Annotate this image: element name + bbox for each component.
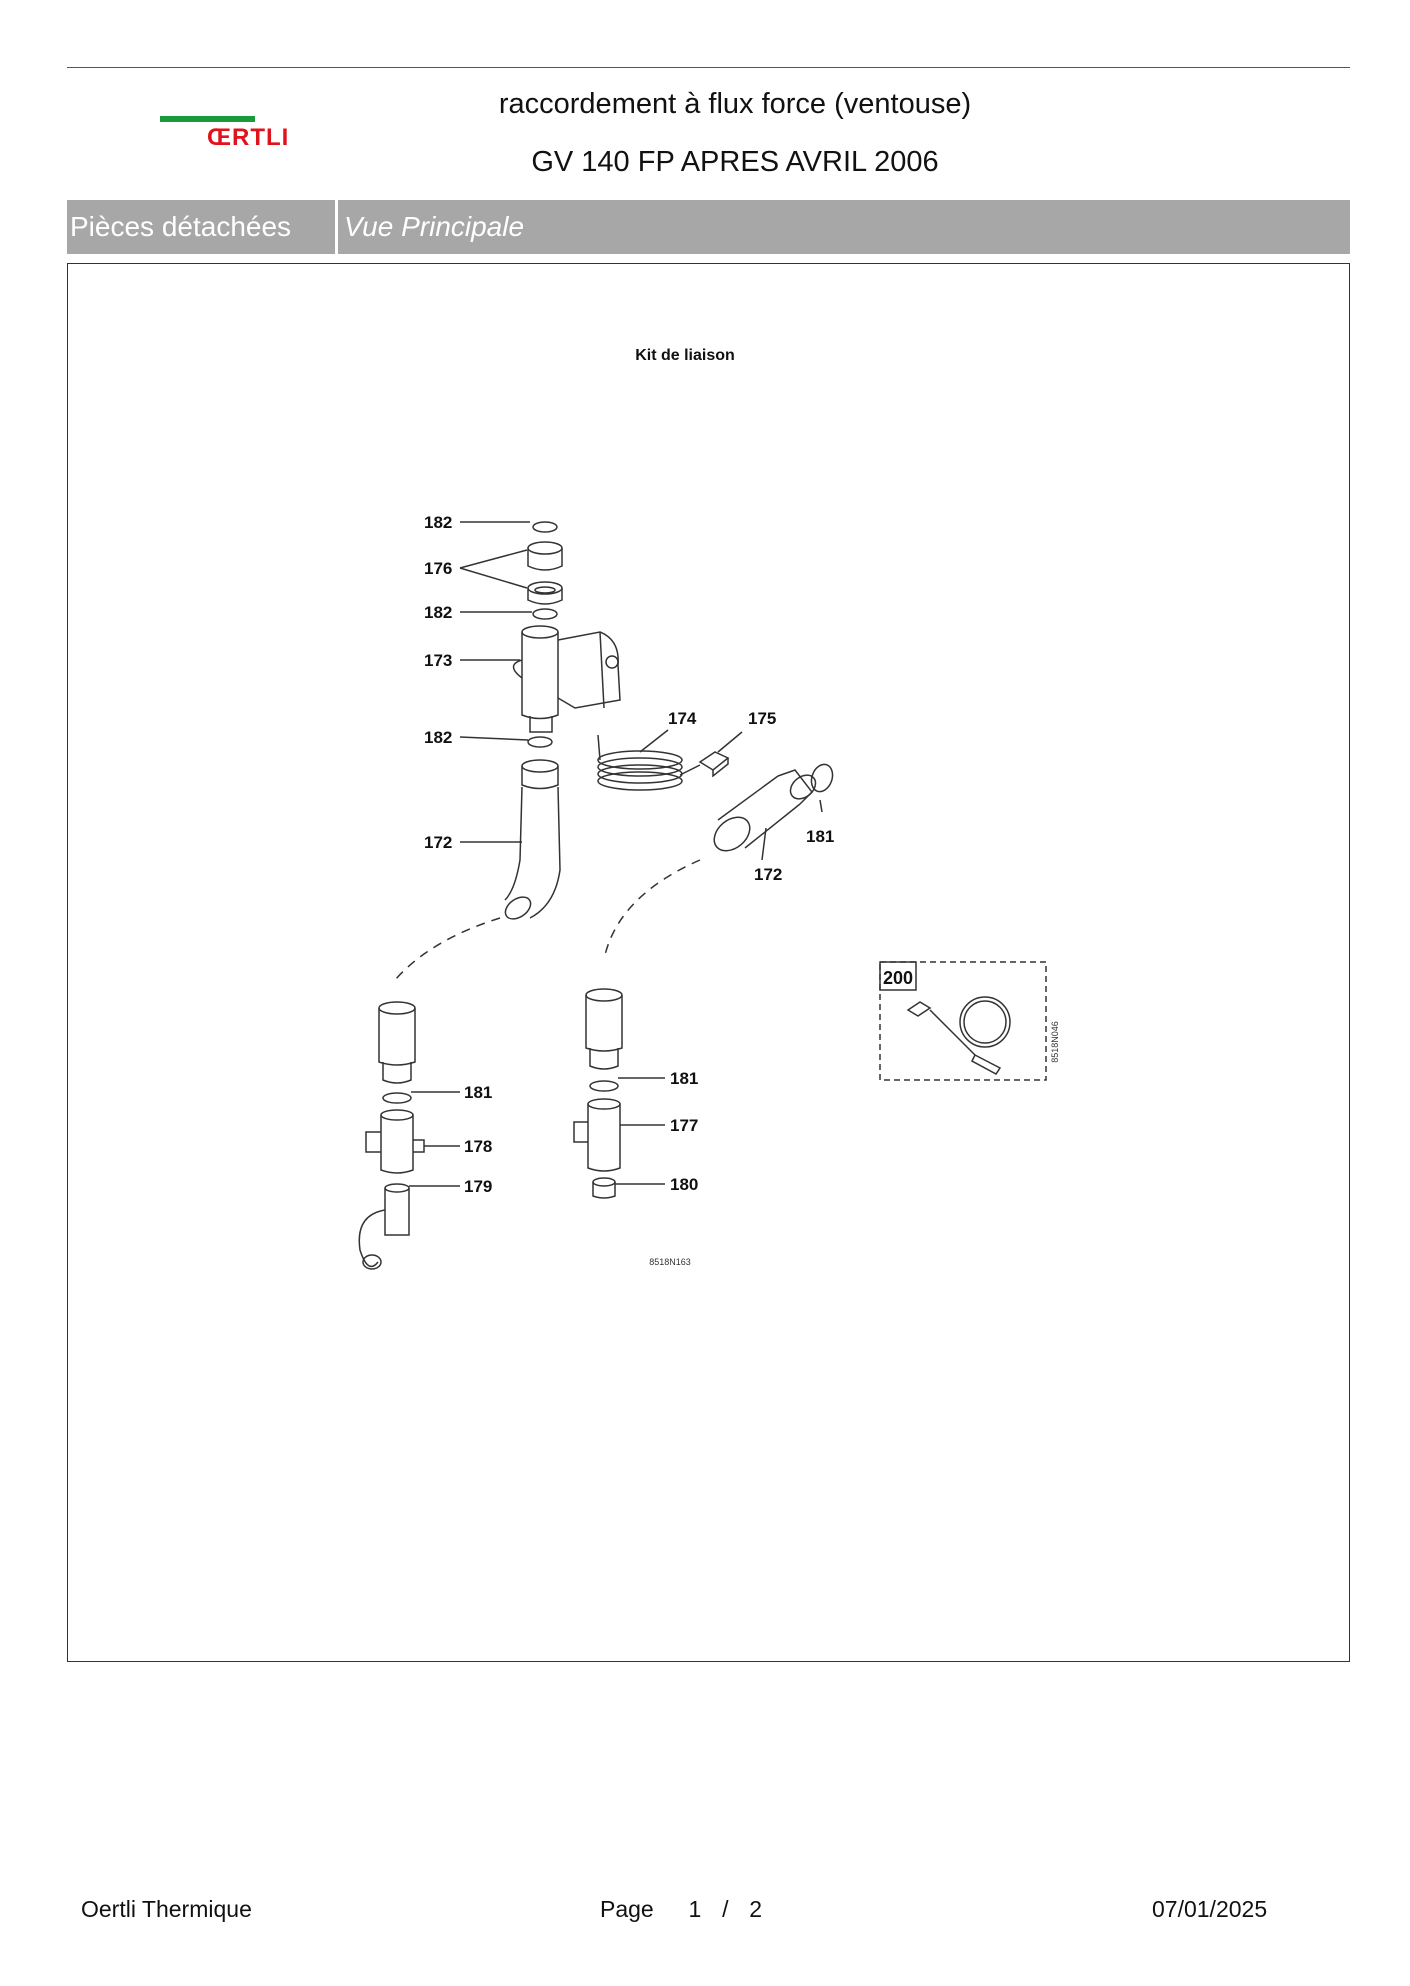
label-173: 173 bbox=[424, 651, 452, 670]
section-tabs: Pièces détachées Vue Principale bbox=[67, 200, 1350, 254]
tee-177 bbox=[573, 1098, 621, 1172]
page-total: 2 bbox=[749, 1896, 763, 1922]
label-172-right: 172 bbox=[754, 865, 782, 884]
page-separator: / bbox=[722, 1896, 729, 1922]
label-182-top: 182 bbox=[424, 513, 452, 532]
seal-181-left bbox=[382, 1092, 412, 1104]
page-current: 1 bbox=[688, 1896, 702, 1922]
valve-178 bbox=[365, 1109, 425, 1174]
label-175: 175 bbox=[748, 709, 776, 728]
drain-179 bbox=[358, 1183, 410, 1270]
label-179: 179 bbox=[464, 1177, 492, 1196]
dash-line-right bbox=[604, 859, 701, 956]
kit-200-sensor bbox=[906, 996, 1011, 1075]
kit-200-box bbox=[879, 961, 1047, 1081]
diagram-caption: Kit de liaison bbox=[635, 347, 735, 364]
label-182-mid: 182 bbox=[424, 603, 452, 622]
drawing-ref-box: 8518N046 bbox=[1050, 1021, 1060, 1063]
label-181-left: 181 bbox=[464, 1083, 492, 1102]
nut-176-upper bbox=[527, 541, 563, 571]
seal-182-top bbox=[532, 521, 558, 533]
label-174: 174 bbox=[668, 709, 697, 728]
label-176: 176 bbox=[424, 559, 452, 578]
connector-175 bbox=[698, 751, 730, 778]
pipe-lower-right bbox=[585, 988, 623, 1070]
pump-173 bbox=[512, 625, 621, 733]
logo-wordmark: ŒRTLI bbox=[207, 124, 290, 151]
footer-company: Oertli Thermique bbox=[81, 1896, 252, 1922]
page-title: raccordement à flux force (ventouse) bbox=[498, 88, 972, 120]
top-rule bbox=[67, 67, 1350, 68]
footer-date: 07/01/2025 bbox=[1152, 1896, 1268, 1922]
label-180: 180 bbox=[670, 1175, 698, 1194]
exploded-parts-diagram: Kit de liaison bbox=[358, 347, 1060, 1270]
diagram-frame bbox=[67, 263, 1350, 1662]
label-178: 178 bbox=[464, 1137, 492, 1156]
leader-lines bbox=[409, 521, 823, 1187]
page-label: Page bbox=[600, 1896, 654, 1922]
kit-200-label-box bbox=[879, 961, 917, 991]
seal-181-right bbox=[589, 1080, 619, 1092]
dash-line-left bbox=[394, 917, 501, 981]
label-181-right: 181 bbox=[670, 1069, 698, 1088]
footer-pagination: Page 1 / 2 bbox=[600, 1896, 762, 1923]
seal-182-low bbox=[527, 736, 553, 748]
logo-green-bar bbox=[160, 116, 255, 122]
cable-174 bbox=[597, 734, 701, 791]
oertli-logo: ŒRTLI bbox=[155, 112, 305, 152]
pipe-lower-left bbox=[378, 1001, 416, 1084]
label-181-upper: 181 bbox=[806, 827, 834, 846]
drawing-ref-main: 8518N163 bbox=[649, 1257, 691, 1267]
pipe-172-right bbox=[713, 769, 817, 852]
label-200: 200 bbox=[883, 968, 913, 988]
nut-176-lower bbox=[527, 581, 563, 605]
plug-180 bbox=[592, 1177, 616, 1199]
seal-182-mid bbox=[532, 608, 558, 620]
pipe-172-left bbox=[504, 759, 561, 920]
tab-pieces-detachees[interactable]: Pièces détachées bbox=[67, 200, 335, 254]
page-subtitle: GV 140 FP APRES AVRIL 2006 bbox=[531, 146, 939, 178]
label-182-low: 182 bbox=[424, 728, 452, 747]
label-177: 177 bbox=[670, 1116, 698, 1135]
label-172-left: 172 bbox=[424, 833, 452, 852]
tab-vue-principale[interactable]: Vue Principale bbox=[338, 200, 1350, 254]
seal-181-upper bbox=[810, 763, 834, 793]
